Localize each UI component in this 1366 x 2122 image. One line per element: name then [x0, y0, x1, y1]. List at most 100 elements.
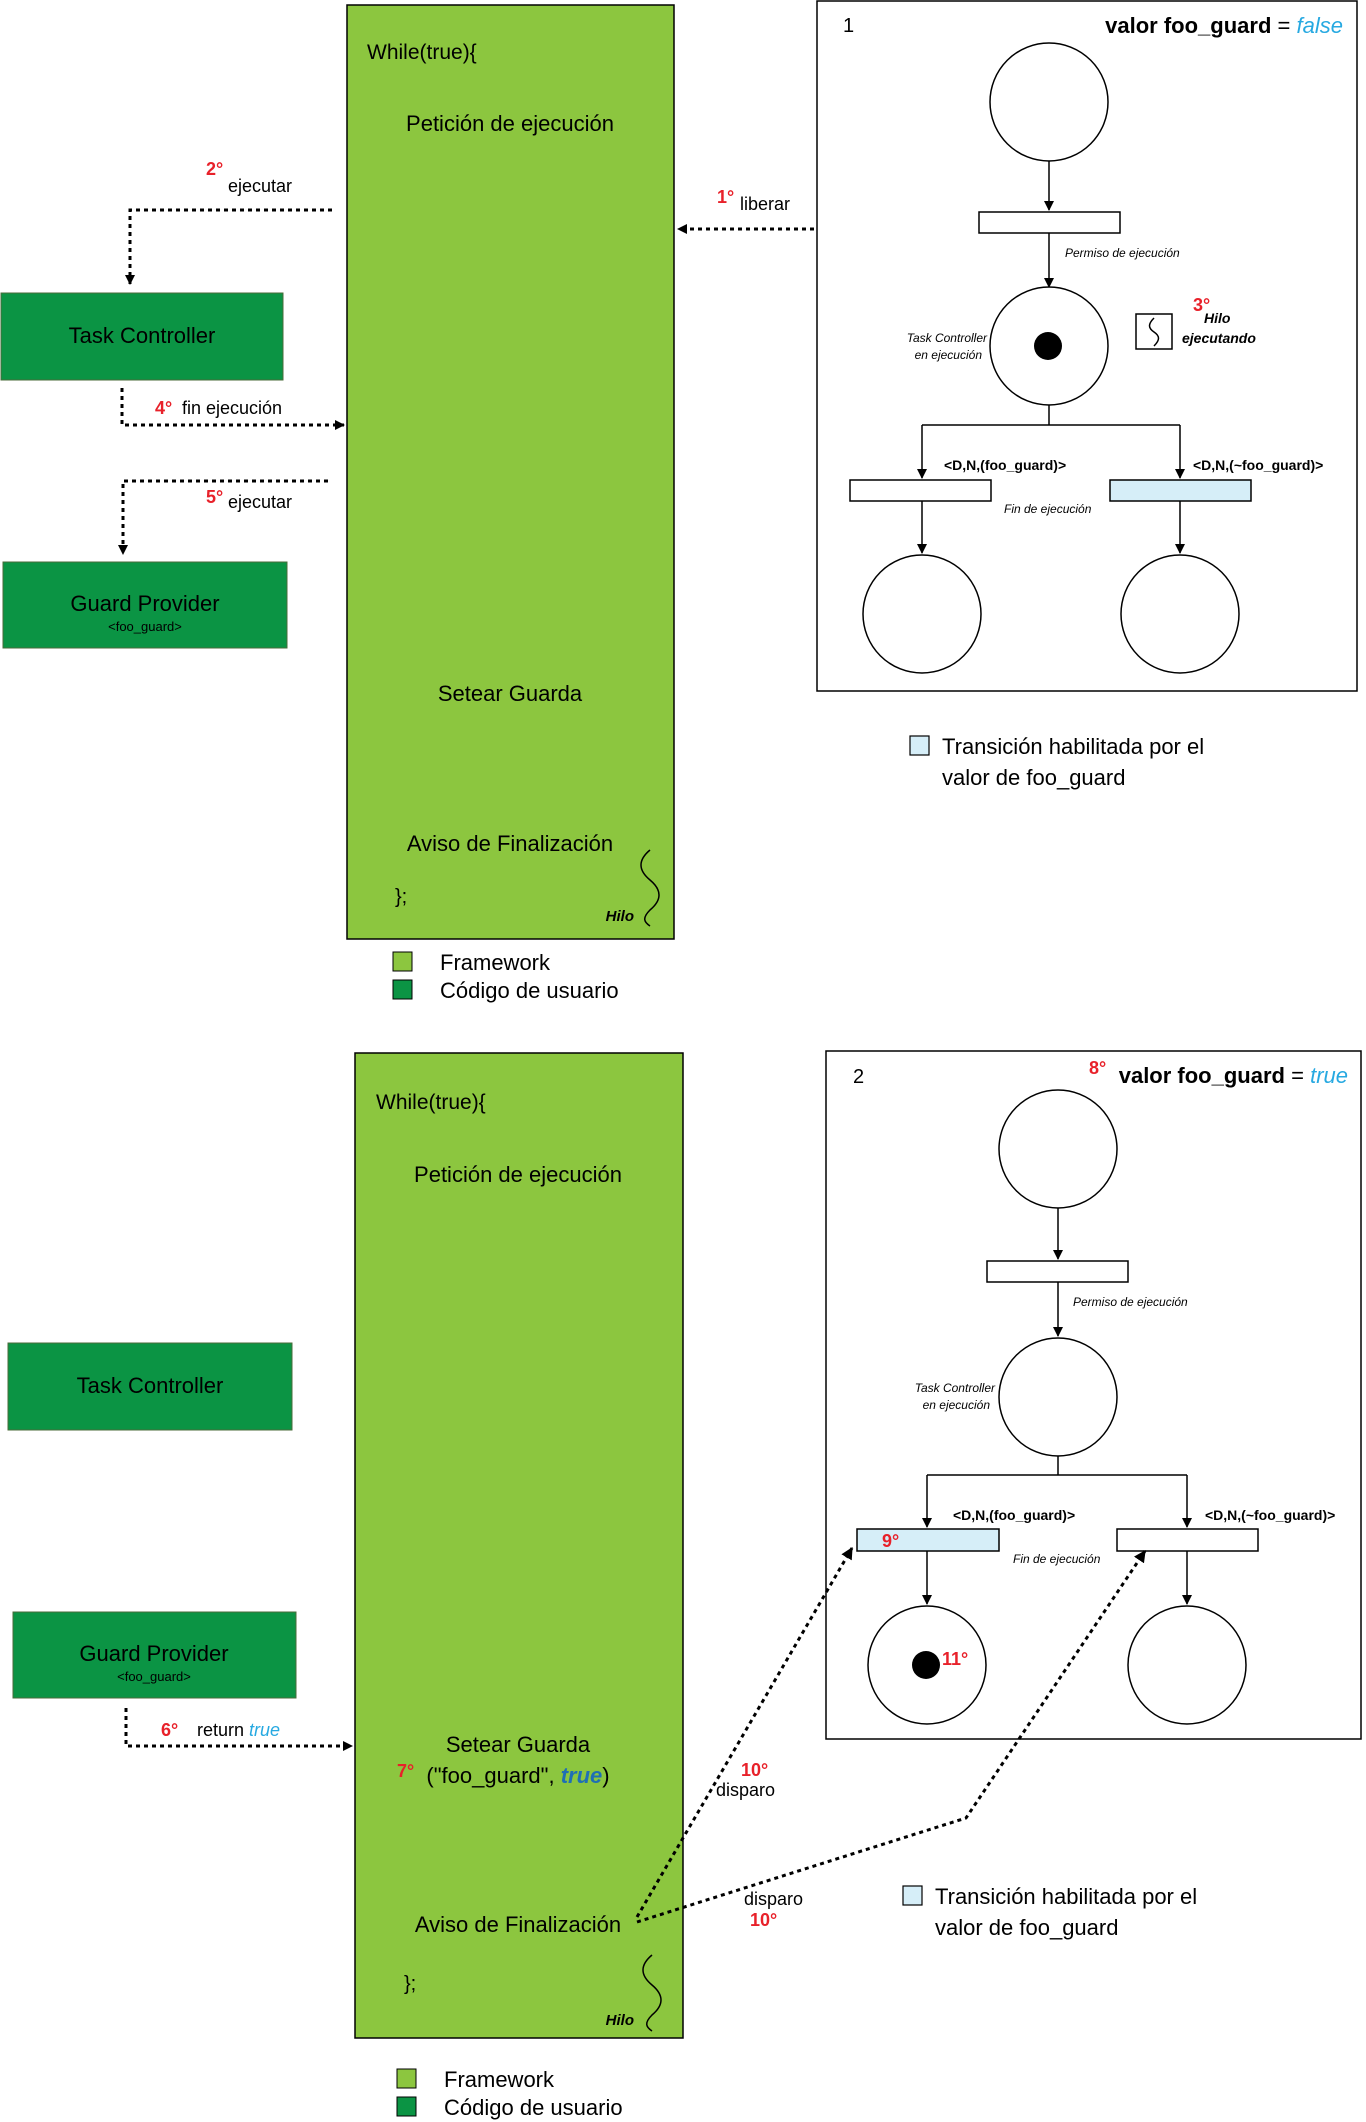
task-controller-box — [0, 292, 284, 381]
framework-block — [346, 4, 675, 940]
arrow-step2-execute — [125, 208, 332, 285]
transition-guard-true-enabled — [856, 1528, 1000, 1552]
task-controller-box — [7, 1342, 293, 1431]
step7-number: 7° — [397, 1761, 414, 1781]
tc-running-label-1: Task Controller — [907, 331, 988, 345]
legend-enabled-label-2: valor de foo_guard — [935, 1915, 1118, 1940]
panel-number-1: 1 — [843, 15, 854, 37]
close-brace-label: }; — [395, 886, 407, 908]
tc-running-label-2: en ejecución — [923, 1398, 991, 1412]
set-guard-label: Setear Guarda — [438, 681, 583, 706]
guard-provider-label: Guard Provider — [79, 1641, 228, 1666]
transition-guard-true — [849, 479, 992, 502]
step3-label-1: Hilo — [1204, 310, 1231, 326]
fork-line — [922, 405, 1180, 426]
place-end-false — [1120, 554, 1240, 674]
guard-provider-sub: <foo_guard> — [117, 1669, 191, 1684]
step8-number: 8° — [1089, 1058, 1106, 1078]
step4-label: fin ejecución — [182, 398, 282, 418]
arrow-step10-fire-left — [635, 1546, 854, 1918]
step3-label-2: ejecutando — [1182, 330, 1256, 346]
legend-enabled-swatch — [902, 1885, 923, 1906]
legend-enabled-label-2: valor de foo_guard — [942, 765, 1125, 790]
step2-label: ejecutar — [228, 176, 292, 196]
end-exec-label: Fin de ejecución — [1013, 1552, 1101, 1566]
legend-user-code-label: Código de usuario — [444, 2095, 623, 2120]
thread-squiggle-icon — [640, 849, 660, 927]
legend-enabled-label-1: Transición habilitada por el — [942, 734, 1204, 759]
step1-label: liberar — [740, 194, 790, 214]
tc-running-label-1: Task Controller — [915, 1381, 996, 1395]
token-end-true — [912, 1651, 940, 1679]
guard-value-header: valor foo_guard = true — [1119, 1063, 1348, 1088]
guard-provider-box — [2, 561, 288, 649]
legend-enabled-swatch — [909, 735, 930, 756]
arc-right-label: <D,N,(~foo_guard)> — [1205, 1507, 1335, 1523]
close-brace-label: }; — [404, 1973, 416, 1995]
step11-number: 11° — [942, 1649, 968, 1669]
step3-number: 3° — [1193, 295, 1210, 315]
arrow-step5-execute — [118, 479, 328, 555]
legend-framework-label: Framework — [440, 950, 551, 975]
place-end-true — [862, 554, 982, 674]
place-running — [998, 1337, 1118, 1457]
execution-request-label: Petición de ejecución — [406, 111, 614, 136]
step10-number-lower: 10° — [750, 1910, 777, 1930]
transition-guard-false-enabled — [1109, 479, 1252, 502]
place-idle — [998, 1089, 1118, 1209]
permission-label: Permiso de ejecución — [1065, 246, 1180, 260]
end-notice-label: Aviso de Finalización — [407, 831, 613, 856]
top-scenario: While(true){ Petición de ejecución Setea… — [0, 0, 1358, 1003]
arc-right-label: <D,N,(~foo_guard)> — [1193, 457, 1323, 473]
place-end-false — [1127, 1605, 1247, 1725]
legend-user-code-swatch — [396, 2096, 417, 2117]
guard-provider-box — [12, 1611, 297, 1699]
transition-guard-false — [1116, 1528, 1259, 1552]
guard-provider-sub: <foo_guard> — [108, 619, 182, 634]
step10-label-lower: disparo — [744, 1889, 803, 1909]
step5-number: 5° — [206, 487, 223, 507]
while-label: While(true){ — [376, 1091, 486, 1114]
task-controller-label: Task Controller — [69, 323, 216, 348]
legend-user-code-label: Código de usuario — [440, 978, 619, 1003]
step4-number: 4° — [155, 398, 172, 418]
arrow-step4-end — [120, 388, 345, 430]
step10-label-upper: disparo — [716, 1780, 775, 1800]
framework-block — [354, 1052, 684, 2039]
place-idle — [989, 42, 1109, 162]
bottom-scenario: While(true){ Petición de ejecución Setea… — [7, 1050, 1362, 2120]
end-notice-label: Aviso de Finalización — [415, 1912, 621, 1937]
thread-indicator-icon — [1148, 317, 1160, 347]
transition-permit — [978, 211, 1121, 234]
guard-value-header: valor foo_guard = false — [1105, 13, 1343, 38]
step1-number: 1° — [717, 187, 734, 207]
arrow-step10-fire-right — [636, 1550, 1147, 1924]
step9-number: 9° — [882, 1531, 899, 1551]
token-running — [1034, 332, 1062, 360]
task-controller-label: Task Controller — [77, 1373, 224, 1398]
set-guard-args: ("foo_guard", true) — [426, 1763, 609, 1788]
tc-running-label-2: en ejecución — [915, 348, 983, 362]
thread-squiggle-icon — [642, 1954, 662, 2032]
step6-label: return true — [197, 1720, 280, 1740]
execution-request-label: Petición de ejecución — [414, 1162, 622, 1187]
step10-number-upper: 10° — [741, 1760, 768, 1780]
transition-permit — [986, 1260, 1129, 1283]
legend-enabled-label-1: Transición habilitada por el — [935, 1884, 1197, 1909]
step6-number: 6° — [161, 1720, 178, 1740]
arc-left-label: <D,N,(foo_guard)> — [944, 457, 1066, 473]
panel-number-2: 2 — [853, 1066, 864, 1088]
thread-label: Hilo — [606, 2012, 634, 2029]
guard-provider-label: Guard Provider — [70, 591, 219, 616]
arc-left-label: <D,N,(foo_guard)> — [953, 1507, 1075, 1523]
legend-framework-swatch — [396, 2068, 417, 2089]
legend-framework-swatch — [392, 951, 413, 972]
legend-user-code-swatch — [392, 979, 413, 1000]
while-label: While(true){ — [367, 41, 477, 64]
set-guard-label: Setear Guarda — [446, 1732, 591, 1757]
step2-number: 2° — [206, 159, 223, 179]
fork-line — [927, 1456, 1187, 1476]
thread-label: Hilo — [606, 908, 634, 925]
permission-label: Permiso de ejecución — [1073, 1295, 1188, 1309]
